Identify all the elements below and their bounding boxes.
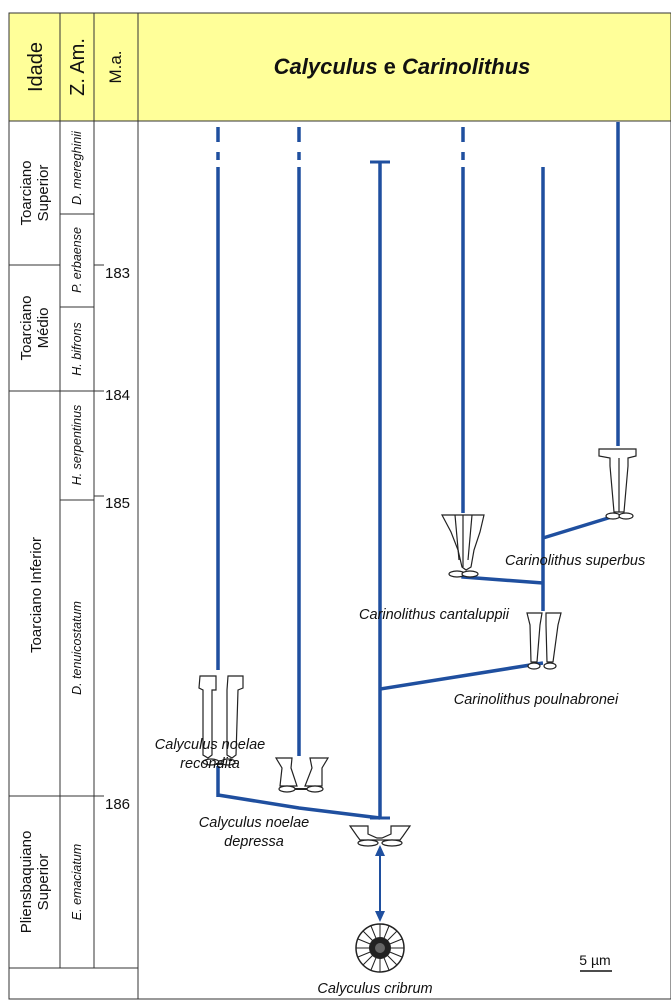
title-calyculus: Calyculus	[274, 54, 378, 79]
zone-label-6: E. emaciatum	[70, 844, 84, 920]
fossil-cribrum-side	[348, 825, 412, 847]
ma-label-186: 186	[105, 796, 130, 813]
fossil-poulnabronei	[526, 612, 562, 670]
header-zone: Z. Am.	[67, 38, 89, 96]
branch-poulnabronei	[379, 661, 544, 691]
zone-label-2: P. erbaense	[70, 227, 84, 293]
title-mid: e	[378, 54, 402, 79]
age-label-2b: Médio	[35, 308, 52, 349]
age-label-1b: Superior	[35, 165, 52, 222]
label-cantaluppii: Carinolithus cantaluppii	[359, 607, 510, 623]
zone-label-4: H. serpentinus	[70, 405, 84, 486]
table-frame	[8, 120, 671, 1000]
zone-label-5: D. tenuicostatum	[70, 601, 84, 695]
title-carinolithus: Carinolithus	[402, 54, 530, 79]
scale-bar-label: 5 µm	[579, 952, 610, 968]
age-label-2: Toarciano	[18, 295, 35, 360]
lineages	[216, 122, 620, 915]
ma-label-183: 183	[105, 265, 130, 282]
label-superbus: Carinolithus superbus	[505, 553, 645, 569]
age-label-4: Pliensbaquiano	[18, 831, 35, 934]
fossil-cantaluppii	[441, 514, 485, 578]
fossil-cribrum-plan	[355, 923, 405, 973]
fossil-depressa	[274, 757, 330, 793]
header-band	[8, 12, 671, 122]
label-noelae-recondita-2: recondita	[180, 756, 240, 772]
fossil-superbus	[598, 448, 637, 520]
label-noelae-depressa-2: depressa	[224, 834, 284, 850]
age-label-4b: Superior	[35, 854, 52, 911]
label-poulnabronei: Carinolithus poulnabronei	[454, 692, 619, 708]
zone-label-1: D. mereghinii	[70, 130, 84, 205]
age-label-1: Toarciano	[18, 160, 35, 225]
ma-label-184: 184	[105, 387, 130, 404]
fossil-recondita	[198, 675, 244, 766]
age-label-3: Toarciano Inferior	[28, 537, 45, 653]
header-ma: M.a.	[106, 50, 125, 83]
chart-title: Calyculus e Carinolithus	[274, 54, 531, 79]
arrow-head-up	[375, 845, 385, 856]
branch-superbus	[542, 513, 619, 540]
header-age: Idade	[25, 42, 47, 92]
arrow-head-down	[375, 911, 385, 922]
ma-label-185: 185	[105, 495, 130, 512]
label-noelae-depressa-1: Calyculus noelae	[199, 815, 309, 831]
label-noelae-recondita-1: Calyculus noelae	[155, 737, 265, 753]
zone-label-3: H. bifrons	[70, 322, 84, 376]
branch-noelae	[217, 793, 381, 820]
label-cribrum: Calyculus cribrum	[317, 981, 432, 997]
